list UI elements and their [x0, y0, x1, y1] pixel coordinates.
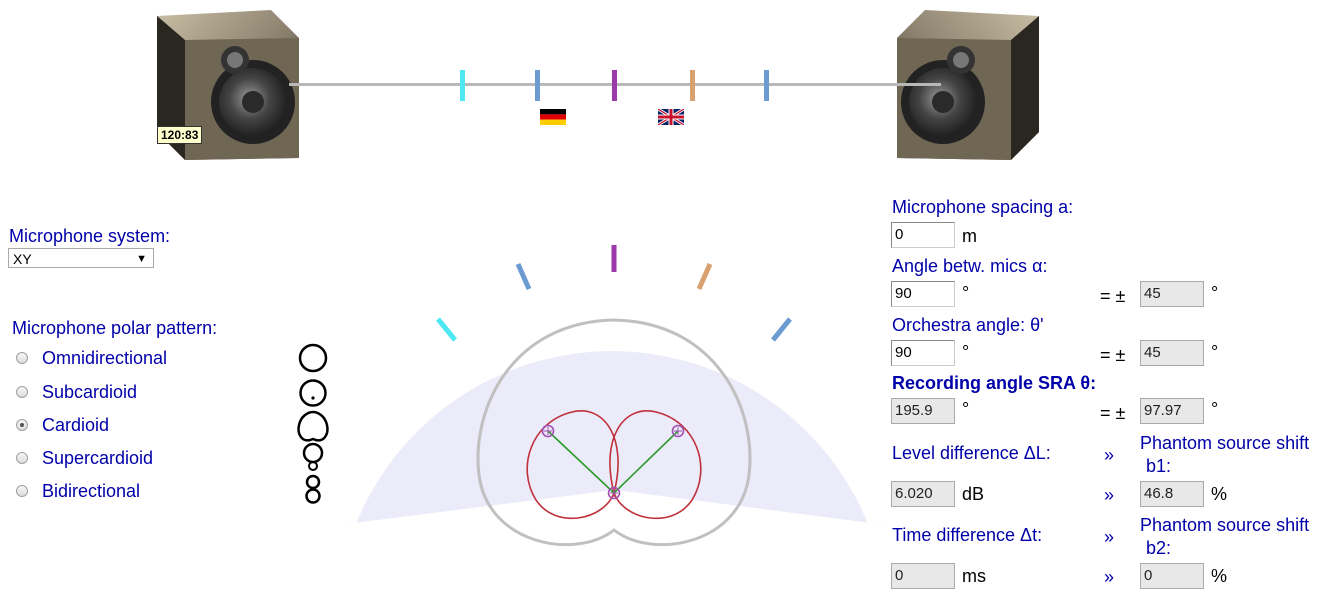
recording-fan-bottom-cut	[338, 490, 886, 594]
sra-half-unit: °	[1211, 399, 1219, 419]
radio-subcardioid[interactable]: Subcardioid	[16, 380, 137, 404]
level-difference-field: 6.020	[891, 481, 955, 507]
orchestra-equals-sign: = ±	[1100, 345, 1126, 365]
radio-button[interactable]	[16, 386, 28, 398]
marker-center[interactable]	[612, 70, 617, 101]
cardioid-pattern-icon	[297, 410, 329, 442]
flag-uk-icon[interactable]	[658, 109, 684, 125]
radio-label: Subcardioid	[42, 381, 138, 402]
phantom-shift-b2-field: 0	[1140, 563, 1204, 589]
time-arrow: »	[1104, 527, 1115, 547]
radio-label: Omnidirectional	[42, 347, 168, 368]
right-speaker-image	[897, 10, 1039, 160]
radio-label: Bidirectional	[42, 480, 141, 501]
figure-eight-pattern-icon	[305, 474, 321, 504]
mic-lobe-right	[609, 410, 702, 520]
pattern-icons	[297, 343, 329, 504]
sra-equals-sign: = ±	[1100, 403, 1126, 423]
radio-button[interactable]	[16, 352, 28, 364]
radio-button[interactable]	[16, 419, 28, 431]
radio-button[interactable]	[16, 485, 28, 497]
orchestra-angle-unit: °	[962, 342, 970, 362]
time-difference-field: 0	[891, 563, 955, 589]
sra-half-field: 97.97	[1140, 398, 1204, 424]
mic-system-label: Microphone system:	[9, 226, 171, 246]
recording-angle-fan	[338, 351, 886, 594]
phantom-shift-b1-field: 46.8	[1140, 481, 1204, 507]
level-difference-unit: dB	[962, 484, 985, 504]
phantom-shift-b2-label: Phantom source shift	[1140, 515, 1310, 535]
flag-de-icon[interactable]	[540, 109, 566, 125]
polar-diagram	[338, 245, 886, 594]
phantom-shift-b2-sublabel: b2:	[1146, 538, 1172, 558]
angle-label: Angle betw. mics α:	[892, 256, 1048, 276]
left-speaker-image	[157, 10, 299, 160]
radio-label: Supercardioid	[42, 447, 154, 468]
spacing-input[interactable]: 0	[891, 222, 955, 248]
sra-field: 195.9	[891, 398, 955, 424]
time-badge: 120:83	[157, 126, 203, 144]
mic-system-select[interactable]: XY ▼	[8, 248, 154, 268]
mic-center-point[interactable]	[607, 486, 621, 500]
angle-input[interactable]: 90	[891, 281, 955, 307]
angle-half-field: 45	[1140, 281, 1204, 307]
radio-bidirectional[interactable]: Bidirectional	[16, 479, 140, 503]
spacing-unit: m	[962, 226, 977, 246]
level-result-arrow: »	[1104, 485, 1115, 505]
mic-axis-point-right[interactable]	[671, 424, 685, 438]
level-difference-label: Level difference ΔL:	[892, 443, 1051, 463]
angle-half-unit: °	[1211, 283, 1219, 303]
time-result-arrow: »	[1104, 567, 1115, 587]
radio-supercardioid[interactable]: Supercardioid	[16, 446, 153, 470]
angle-unit: °	[962, 283, 970, 303]
radio-omnidirectional[interactable]: Omnidirectional	[16, 346, 167, 370]
time-difference-unit: ms	[962, 566, 986, 586]
phantom-shift-b1-label: Phantom source shift	[1140, 433, 1310, 453]
radio-cardioid[interactable]: Cardioid	[16, 413, 109, 437]
supercardioid-pattern-icon	[302, 442, 324, 471]
marker-cyan[interactable]	[460, 70, 465, 101]
phantom-shift-b1-unit: %	[1211, 484, 1228, 504]
marker-blue-right[interactable]	[764, 70, 769, 101]
mic-axis-point-left[interactable]	[541, 424, 555, 438]
radio-label: Cardioid	[42, 414, 110, 435]
orchestra-angle-input[interactable]: 90	[891, 340, 955, 366]
subcardioid-pattern-icon	[299, 379, 327, 407]
phantom-shift-b1-sublabel: b1:	[1146, 456, 1172, 476]
stereo-coverage-pattern	[476, 318, 752, 547]
radio-button[interactable]	[16, 452, 28, 464]
level-arrow: »	[1104, 445, 1115, 465]
spacing-label: Microphone spacing a:	[892, 197, 1074, 217]
time-difference-label: Time difference Δt:	[892, 525, 1043, 545]
polar-pattern-label: Microphone polar pattern:	[12, 318, 218, 338]
angle-equals-sign: = ±	[1100, 286, 1126, 306]
sra-unit: °	[962, 399, 970, 419]
sra-label: Recording angle SRA θ:	[892, 373, 1097, 393]
fan-direction-markers	[436, 245, 792, 342]
omni-pattern-icon	[298, 343, 328, 373]
chevron-down-icon: ▼	[136, 253, 147, 265]
orchestra-half-field: 45	[1140, 340, 1204, 366]
mic-lobe-left	[526, 410, 619, 520]
marker-orange[interactable]	[690, 70, 695, 101]
mic-system-selected-value: XY	[13, 251, 32, 267]
mic-axis-left	[547, 430, 615, 494]
mic-axis-right	[613, 430, 679, 494]
marker-blue-left[interactable]	[535, 70, 540, 101]
orchestra-half-unit: °	[1211, 342, 1219, 362]
orchestra-angle-label: Orchestra angle: θ'	[892, 315, 1044, 335]
phantom-shift-b2-unit: %	[1211, 566, 1228, 586]
